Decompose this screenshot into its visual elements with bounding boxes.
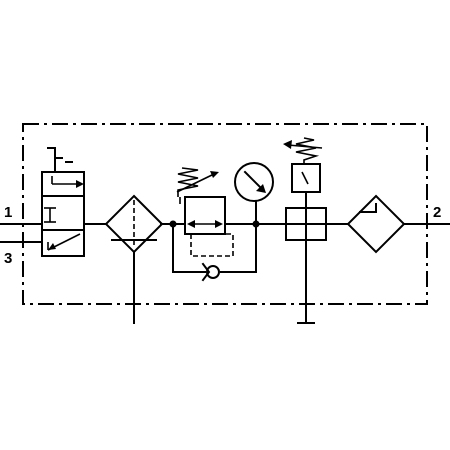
- port-3-label: 3: [4, 250, 12, 267]
- pressure-gauge: [234, 162, 274, 225]
- shut-off-valve: [41, 147, 85, 257]
- lubricator: [346, 194, 406, 254]
- port-1-label: 1: [4, 204, 12, 221]
- adjustable-valve: [283, 137, 327, 324]
- pressure-regulator: [169, 167, 260, 282]
- unit-enclosure: [22, 123, 428, 305]
- junction-dot: [169, 220, 177, 228]
- port-2-label: 2: [433, 204, 441, 221]
- filter-with-drain: [104, 194, 164, 324]
